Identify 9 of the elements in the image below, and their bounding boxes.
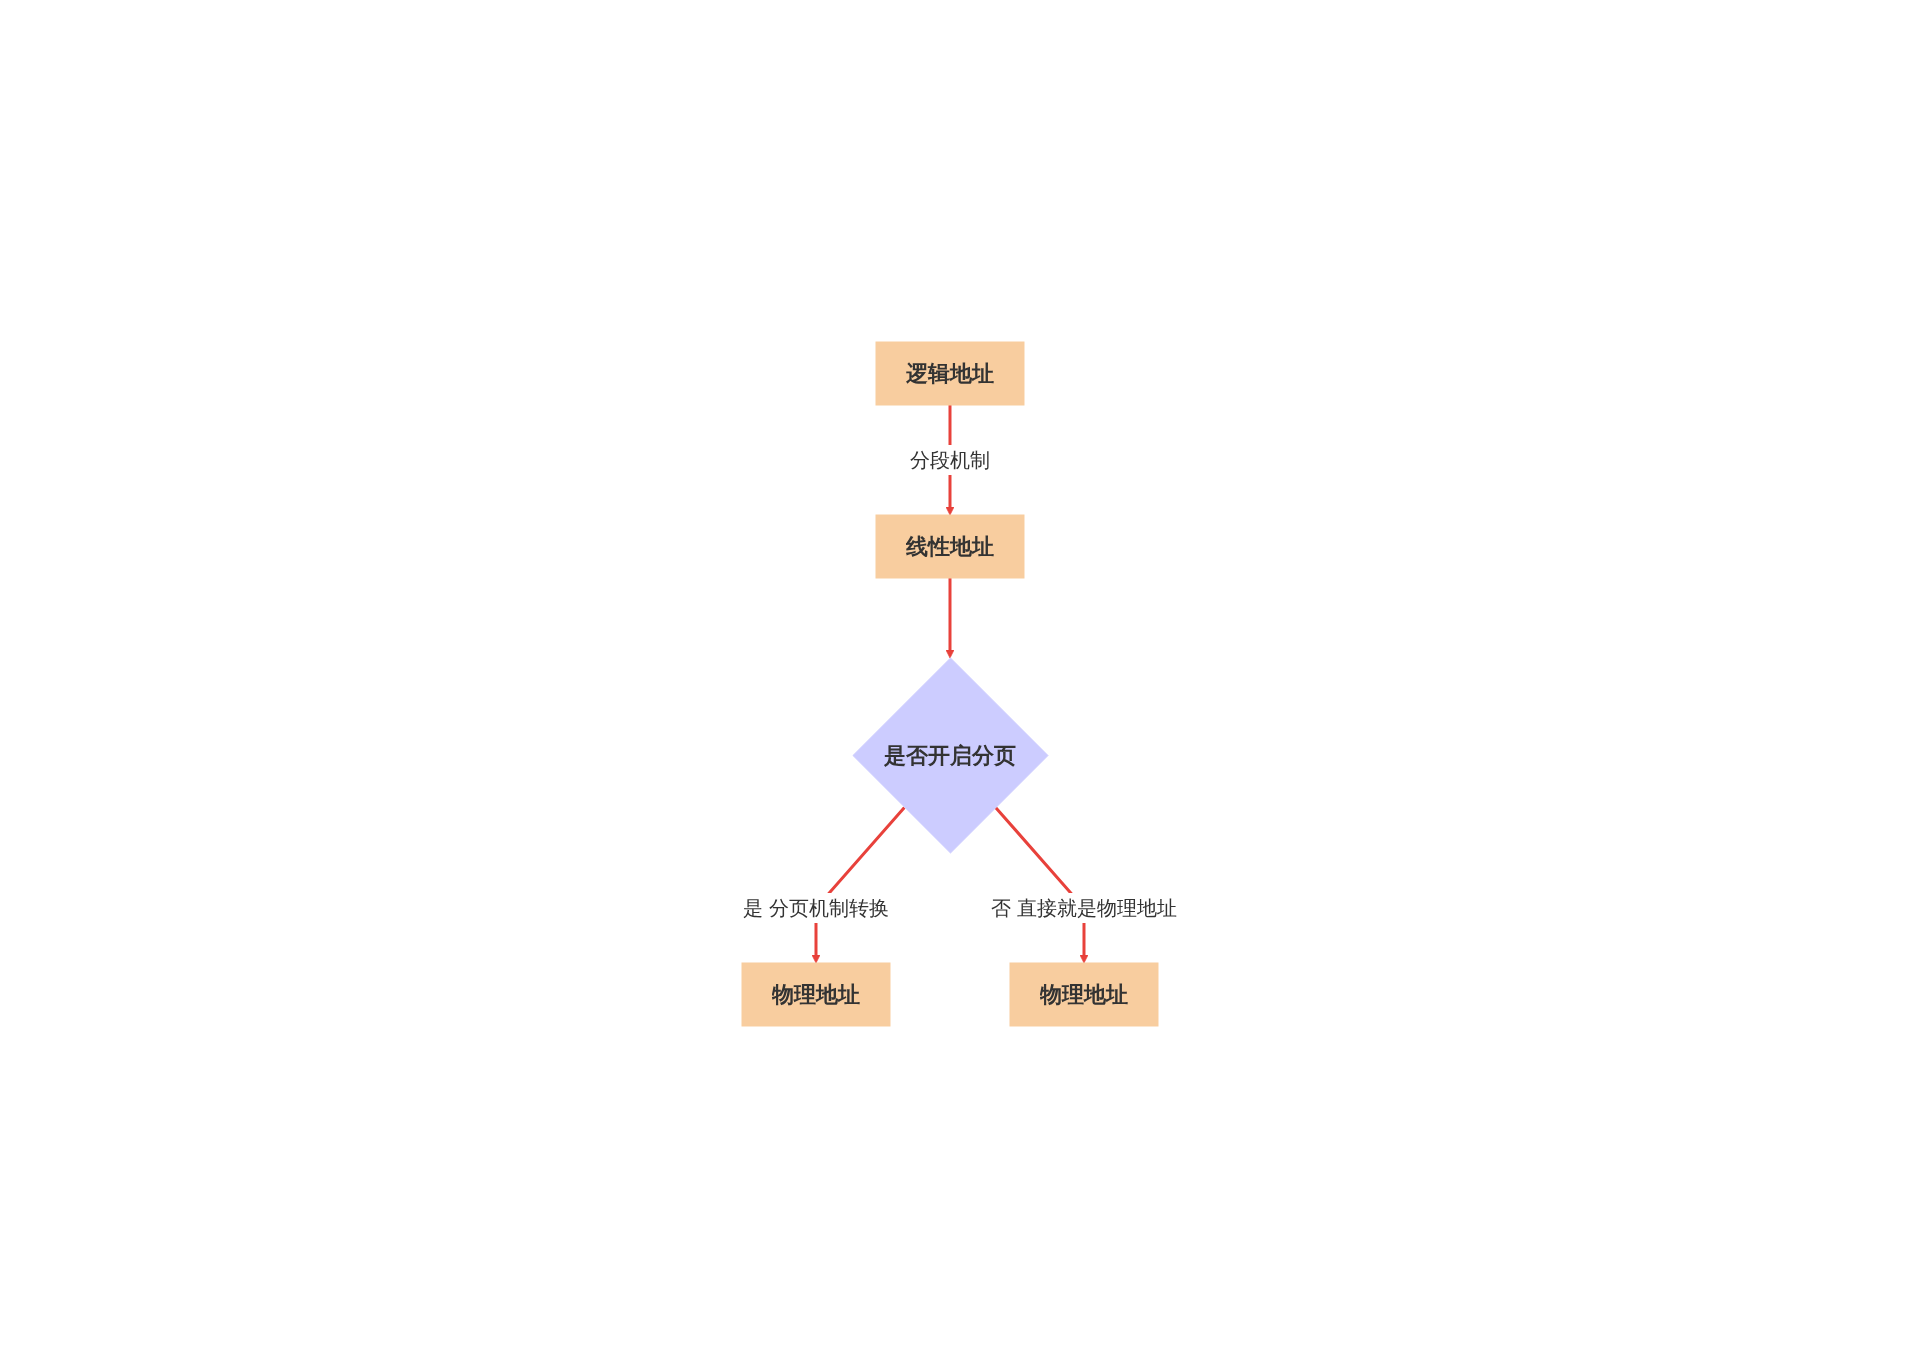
node-box: 线性地址	[875, 514, 1025, 578]
edge-label: 是 分页机制转换	[743, 895, 890, 920]
node-box: 逻辑地址	[875, 341, 1025, 405]
arrow	[946, 577, 955, 658]
node-diamond: 是否开启分页	[852, 657, 1049, 853]
edge-label: 分段机制	[910, 447, 991, 472]
edge-label: 否 直接就是物理地址	[991, 895, 1178, 920]
node-box: 物理地址	[741, 962, 891, 1026]
node-box: 物理地址	[1009, 962, 1159, 1026]
